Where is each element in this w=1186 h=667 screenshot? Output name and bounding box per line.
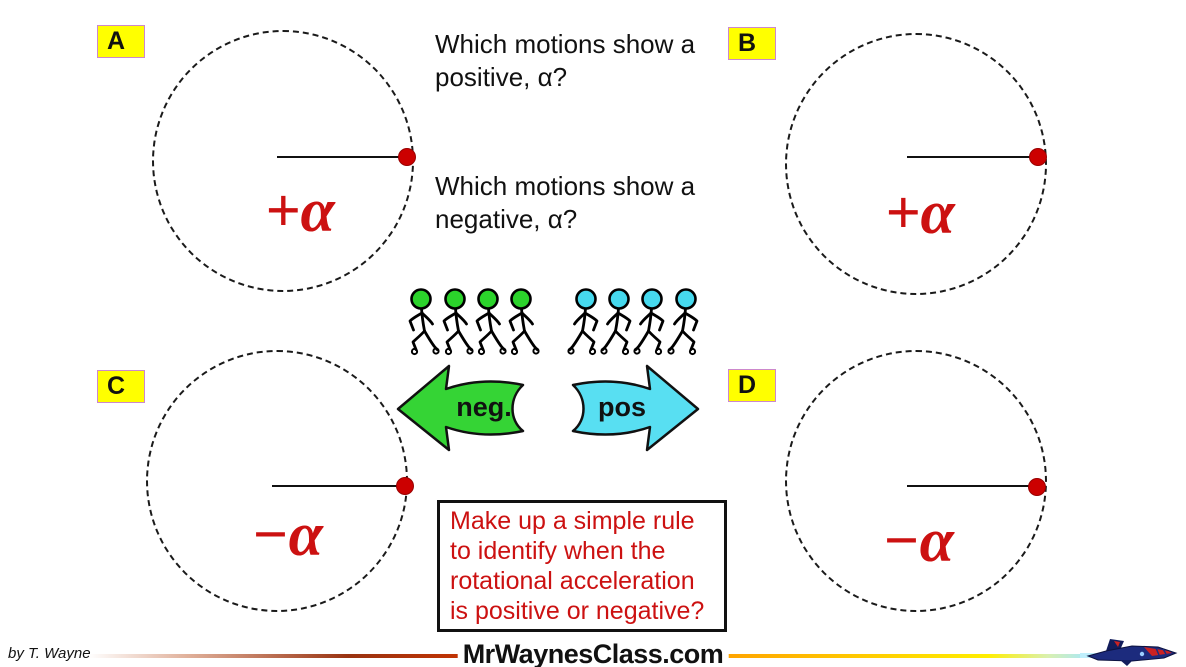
author-byline: by T. Wayne xyxy=(8,645,91,662)
alpha-value-c: −α xyxy=(251,501,323,569)
panel-label-d: D xyxy=(728,369,776,402)
alpha-value-b: +α xyxy=(885,179,955,247)
rule-line-1: Make up a simple rule xyxy=(450,507,695,535)
particle-dot-b xyxy=(1029,148,1047,166)
question-positive-line1: Which motions show a xyxy=(435,29,696,59)
dashed-circle-a xyxy=(152,30,414,292)
question-positive-line2: positive, α? xyxy=(435,62,568,92)
rule-line-3: rotational acceleration xyxy=(450,567,695,595)
dashed-circle-b xyxy=(785,33,1047,295)
pos-arrow-label: pos xyxy=(597,392,646,422)
alpha-value-a: +α xyxy=(265,177,335,245)
particle-dot-a xyxy=(398,148,416,166)
right-arrow-icon xyxy=(571,364,700,452)
jet-airplane-icon xyxy=(1080,639,1178,666)
dashed-circle-d xyxy=(785,350,1047,612)
dashed-circle-c xyxy=(146,350,408,612)
radius-line-c xyxy=(272,485,403,487)
question-positive: Which motions show a positive, α? xyxy=(435,28,695,94)
panel-label-b: B xyxy=(728,27,776,60)
rule-prompt-box: Make up a simple rule to identify when t… xyxy=(437,500,727,632)
particle-dot-c xyxy=(396,477,414,495)
cyan-walking-figures-icon xyxy=(567,288,699,356)
panel-label-c: C xyxy=(97,370,145,403)
alpha-value-d: −α xyxy=(882,507,954,575)
rule-line-2: to identify when the xyxy=(450,537,666,565)
question-negative: Which motions show a negative, α? xyxy=(435,170,695,236)
question-negative-line2: negative, α? xyxy=(435,204,578,234)
radius-line-a xyxy=(277,156,408,158)
radius-line-d xyxy=(907,485,1037,487)
green-walking-figures-icon xyxy=(408,288,540,356)
left-arrow-icon xyxy=(396,364,525,452)
rule-line-4: is positive or negative? xyxy=(450,597,705,625)
radius-line-b xyxy=(907,156,1038,158)
neg-arrow-label: neg. xyxy=(456,392,512,422)
panel-label-a: A xyxy=(97,25,145,58)
website-text: MrWaynesClass.com xyxy=(457,639,729,667)
particle-dot-d xyxy=(1028,478,1046,496)
question-negative-line1: Which motions show a xyxy=(435,171,696,201)
